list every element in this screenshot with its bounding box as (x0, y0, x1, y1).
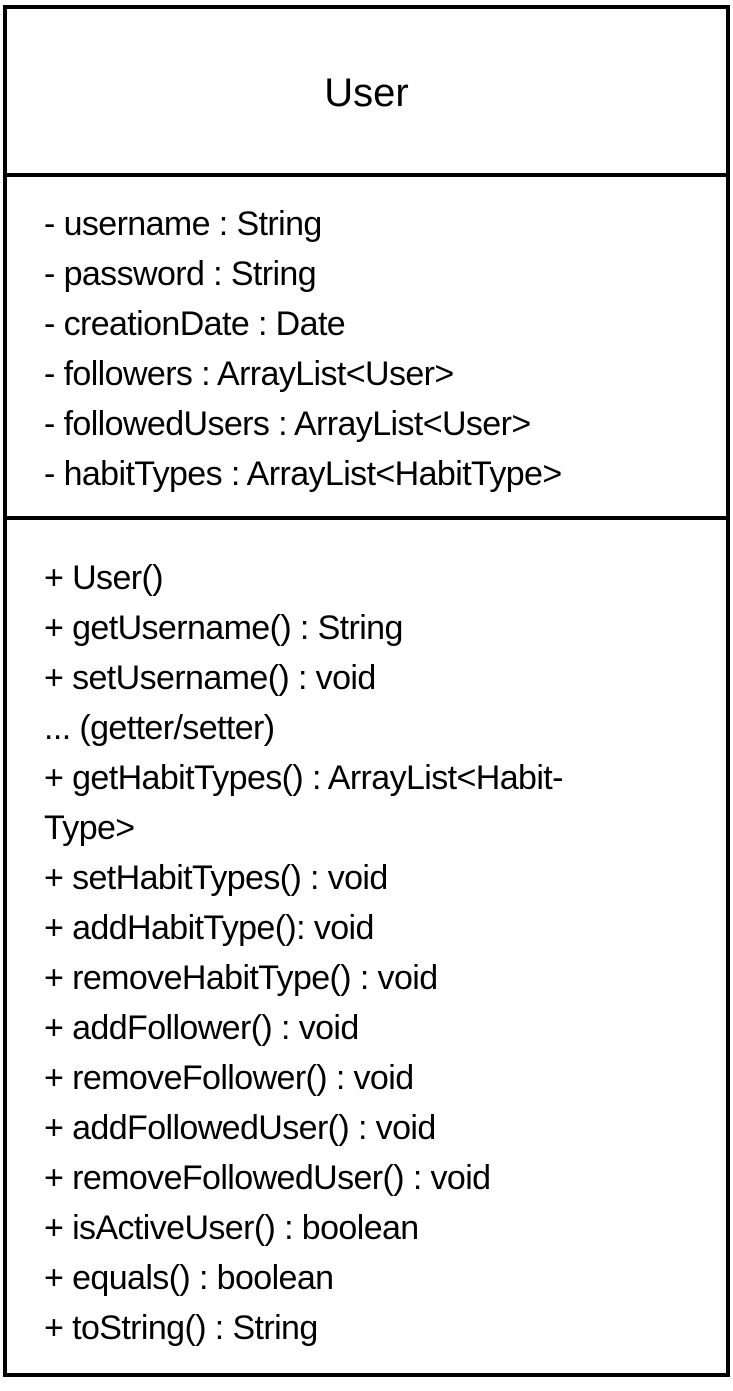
method-item: Type> (44, 809, 135, 847)
method-item: + setHabitTypes() : void (44, 859, 388, 897)
method-item: + getUsername() : String (44, 609, 403, 647)
method-item: + removeFollowedUser() : void (44, 1159, 491, 1197)
attribute-item: - creationDate : Date (44, 305, 346, 343)
method-item: ... (getter/setter) (44, 709, 275, 747)
attribute-item: - followedUsers : ArrayList<User> (44, 405, 531, 443)
method-item: + isActiveUser() : boolean (44, 1209, 419, 1247)
method-item: + addHabitType(): void (44, 909, 374, 947)
method-item: + getHabitTypes() : ArrayList<Habit- (44, 759, 563, 797)
method-item: + User() (44, 559, 164, 597)
attribute-item: - password : String (44, 255, 317, 293)
class-name: User (324, 71, 409, 115)
method-item: + addFollower() : void (44, 1009, 359, 1047)
methods-section: + User() + getUsername() : String + setU… (7, 520, 726, 1373)
uml-class-box: User - username : String - password : St… (3, 5, 730, 1377)
method-item: + removeHabitType() : void (44, 959, 438, 997)
class-name-section: User (7, 9, 726, 177)
attribute-item: - habitTypes : ArrayList<HabitType> (44, 455, 562, 493)
method-item: + setUsername() : void (44, 659, 376, 697)
attributes-section: - username : String - password : String … (7, 177, 726, 520)
attribute-item: - username : String (44, 205, 322, 243)
attribute-item: - followers : ArrayList<User> (44, 355, 454, 393)
method-item: + addFollowedUser() : void (44, 1109, 436, 1147)
method-item: + toString() : String (44, 1309, 318, 1347)
method-item: + equals() : boolean (44, 1259, 334, 1297)
method-item: + removeFollower() : void (44, 1059, 414, 1097)
